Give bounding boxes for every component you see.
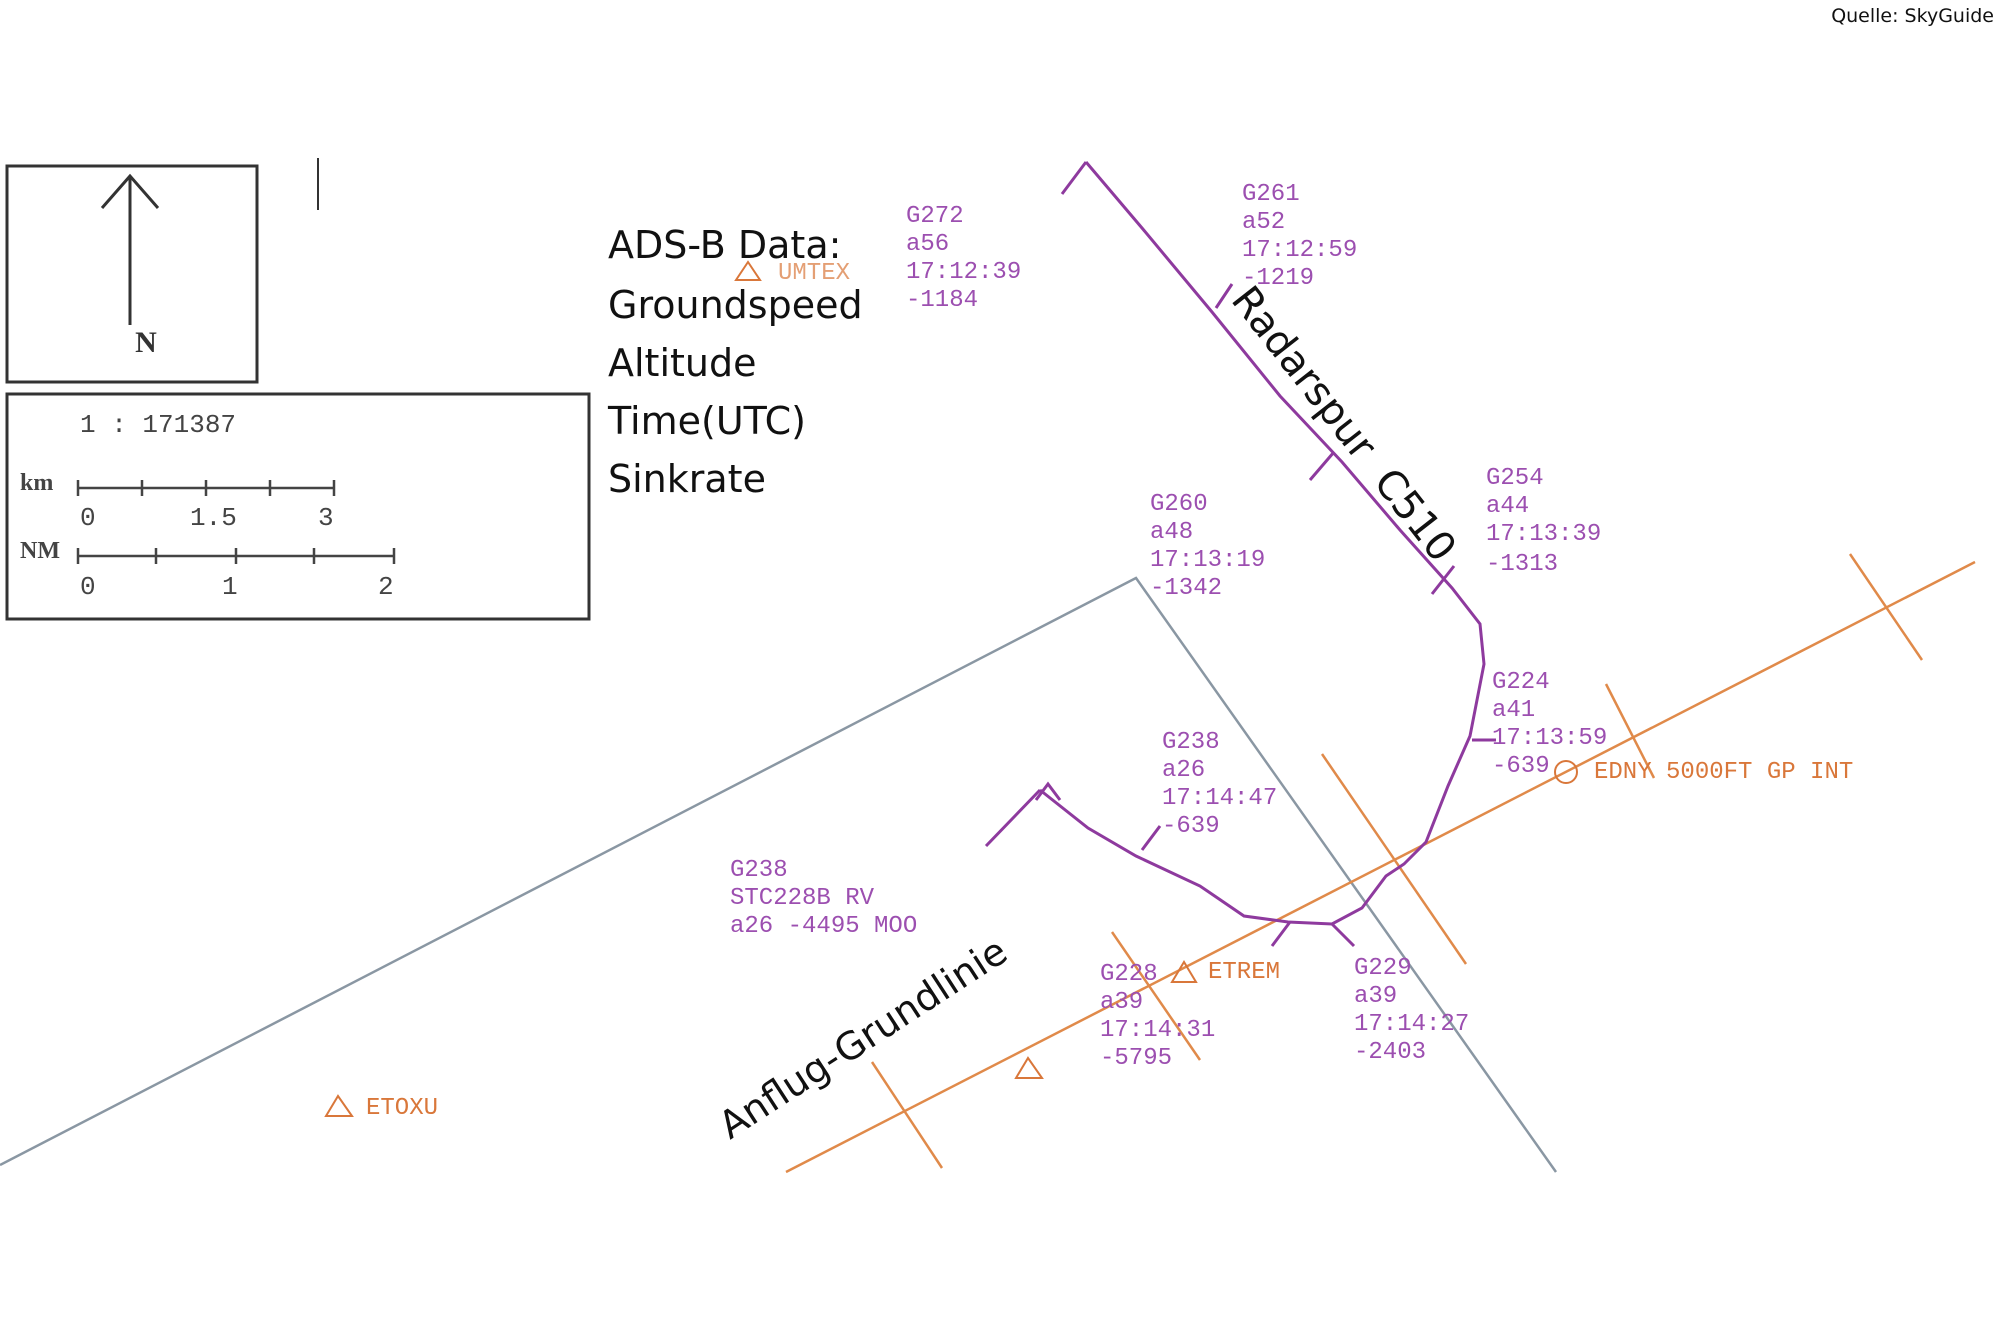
- waypoint-etoxu: ETOXU: [324, 1094, 438, 1122]
- nm-scale-bar: [76, 548, 396, 564]
- waypoint-triangle-icon: [734, 260, 762, 281]
- svg-text:a44: a44: [1486, 493, 1529, 520]
- svg-text:17:13:39: 17:13:39: [1486, 521, 1601, 548]
- km-tick-1: 1.5: [190, 503, 237, 533]
- legend-item: Sinkrate: [608, 457, 766, 501]
- waypoint-umtex: UMTEX: [734, 260, 850, 287]
- svg-text:G254: G254: [1486, 465, 1544, 492]
- scale-ratio: 1 : 171387: [80, 410, 236, 440]
- svg-text:17:13:19: 17:13:19: [1150, 547, 1265, 574]
- track-block-7: G238 STC228B RV a26 -4495 MOO: [730, 857, 917, 940]
- svg-text:G238: G238: [1162, 729, 1220, 756]
- km-unit: km: [20, 470, 53, 496]
- approach-label: Anflug-Grundlinie: [711, 929, 1015, 1148]
- legend: ADS-B Data: Groundspeed Altitude Time(UT…: [607, 223, 863, 501]
- svg-text:-1342: -1342: [1150, 575, 1222, 602]
- track-block-8: G228 a39 17:14:31 -5795: [1100, 961, 1215, 1072]
- waypoint-label: ETOXU: [366, 1095, 438, 1122]
- waypoint-triangle-icon: [324, 1094, 354, 1117]
- km-tick-2: 3: [318, 503, 334, 533]
- nm-tick-1: 1: [222, 572, 238, 602]
- svg-text:-639: -639: [1162, 813, 1220, 840]
- svg-text:-1313: -1313: [1486, 551, 1558, 578]
- track-label: Radarspur C510: [1222, 278, 1465, 571]
- svg-text:a26: a26: [1162, 757, 1205, 784]
- waypoint-triangle-icon: [1014, 1056, 1044, 1079]
- waypoint-triangle-icon: [1170, 960, 1198, 983]
- legend-item: Altitude: [608, 341, 757, 385]
- svg-text:-2403: -2403: [1354, 1039, 1426, 1066]
- north-arrow-box: N: [5, 158, 319, 384]
- track-data-blocks: G272 a56 17:12:39 -1184 G261 a52 17:12:5…: [730, 181, 1607, 1072]
- svg-text:G224: G224: [1492, 669, 1550, 696]
- svg-text:G238: G238: [730, 857, 788, 884]
- track-block-5: G224 a41 17:13:59 -639: [1492, 669, 1607, 780]
- scale-box: 1 : 171387 km 0 1.5 3 NM 0 1 2: [5, 392, 591, 621]
- track-block-3: G254 a44 17:13:39 -1313: [1486, 465, 1601, 578]
- source-credit: Quelle: SkyGuide: [1831, 5, 1994, 27]
- svg-text:17:12:39: 17:12:39: [906, 259, 1021, 286]
- approach-baseline: [785, 553, 1976, 1174]
- svg-text:17:12:59: 17:12:59: [1242, 237, 1357, 264]
- km-tick-0: 0: [80, 503, 96, 533]
- track-block-1: G272 a56 17:12:39 -1184: [906, 203, 1021, 314]
- north-label: N: [135, 326, 157, 359]
- nm-tick-0: 0: [80, 572, 96, 602]
- waypoint-edny-gp-int: EDNY 5000FT GP INT: [1554, 759, 1853, 786]
- svg-text:17:13:59: 17:13:59: [1492, 725, 1607, 752]
- waypoint-circle-icon: [1554, 760, 1578, 784]
- airspace-boundary: [0, 576, 1558, 1173]
- svg-text:a52: a52: [1242, 209, 1285, 236]
- svg-text:G261: G261: [1242, 181, 1300, 208]
- svg-text:-1219: -1219: [1242, 265, 1314, 292]
- svg-text:G260: G260: [1150, 491, 1208, 518]
- svg-text:17:14:47: 17:14:47: [1162, 785, 1277, 812]
- svg-text:-5795: -5795: [1100, 1045, 1172, 1072]
- track-block-2: G261 a52 17:12:59 -1219: [1242, 181, 1357, 292]
- svg-text:STC228B RV: STC228B RV: [730, 885, 875, 912]
- arrowhead-icon: [100, 173, 160, 209]
- svg-text:17:14:27: 17:14:27: [1354, 1011, 1469, 1038]
- svg-text:a41: a41: [1492, 697, 1535, 724]
- svg-text:a39: a39: [1354, 983, 1397, 1010]
- nm-tick-2: 2: [378, 572, 394, 602]
- svg-text:G229: G229: [1354, 955, 1412, 982]
- svg-text:G228: G228: [1100, 961, 1158, 988]
- waypoint-label: ETREM: [1208, 959, 1280, 986]
- svg-text:17:14:31: 17:14:31: [1100, 1017, 1215, 1044]
- legend-item: Groundspeed: [608, 283, 863, 327]
- track-block-9: G229 a39 17:14:27 -2403: [1354, 955, 1469, 1066]
- track-block-4: G260 a48 17:13:19 -1342: [1150, 491, 1265, 602]
- waypoint-etrem: ETREM: [1170, 959, 1280, 986]
- track-block-6: G238 a26 17:14:47 -639: [1162, 729, 1277, 840]
- waypoint-unnamed: [1014, 1056, 1044, 1079]
- waypoint-label: UMTEX: [778, 260, 850, 287]
- waypoint-label: EDNY 5000FT GP INT: [1594, 759, 1853, 786]
- svg-text:a39: a39: [1100, 989, 1143, 1016]
- svg-text:-639: -639: [1492, 753, 1550, 780]
- radar-track: [984, 161, 1496, 948]
- svg-text:a26 -4495 MOO: a26 -4495 MOO: [730, 913, 917, 940]
- svg-text:G272: G272: [906, 203, 964, 230]
- svg-text:a48: a48: [1150, 519, 1193, 546]
- nm-unit: NM: [20, 538, 60, 564]
- legend-item: Time(UTC): [607, 399, 806, 443]
- svg-text:a56: a56: [906, 231, 949, 258]
- legend-title: ADS-B Data:: [608, 223, 841, 267]
- km-scale-bar: [76, 480, 336, 496]
- svg-text:-1184: -1184: [906, 287, 978, 314]
